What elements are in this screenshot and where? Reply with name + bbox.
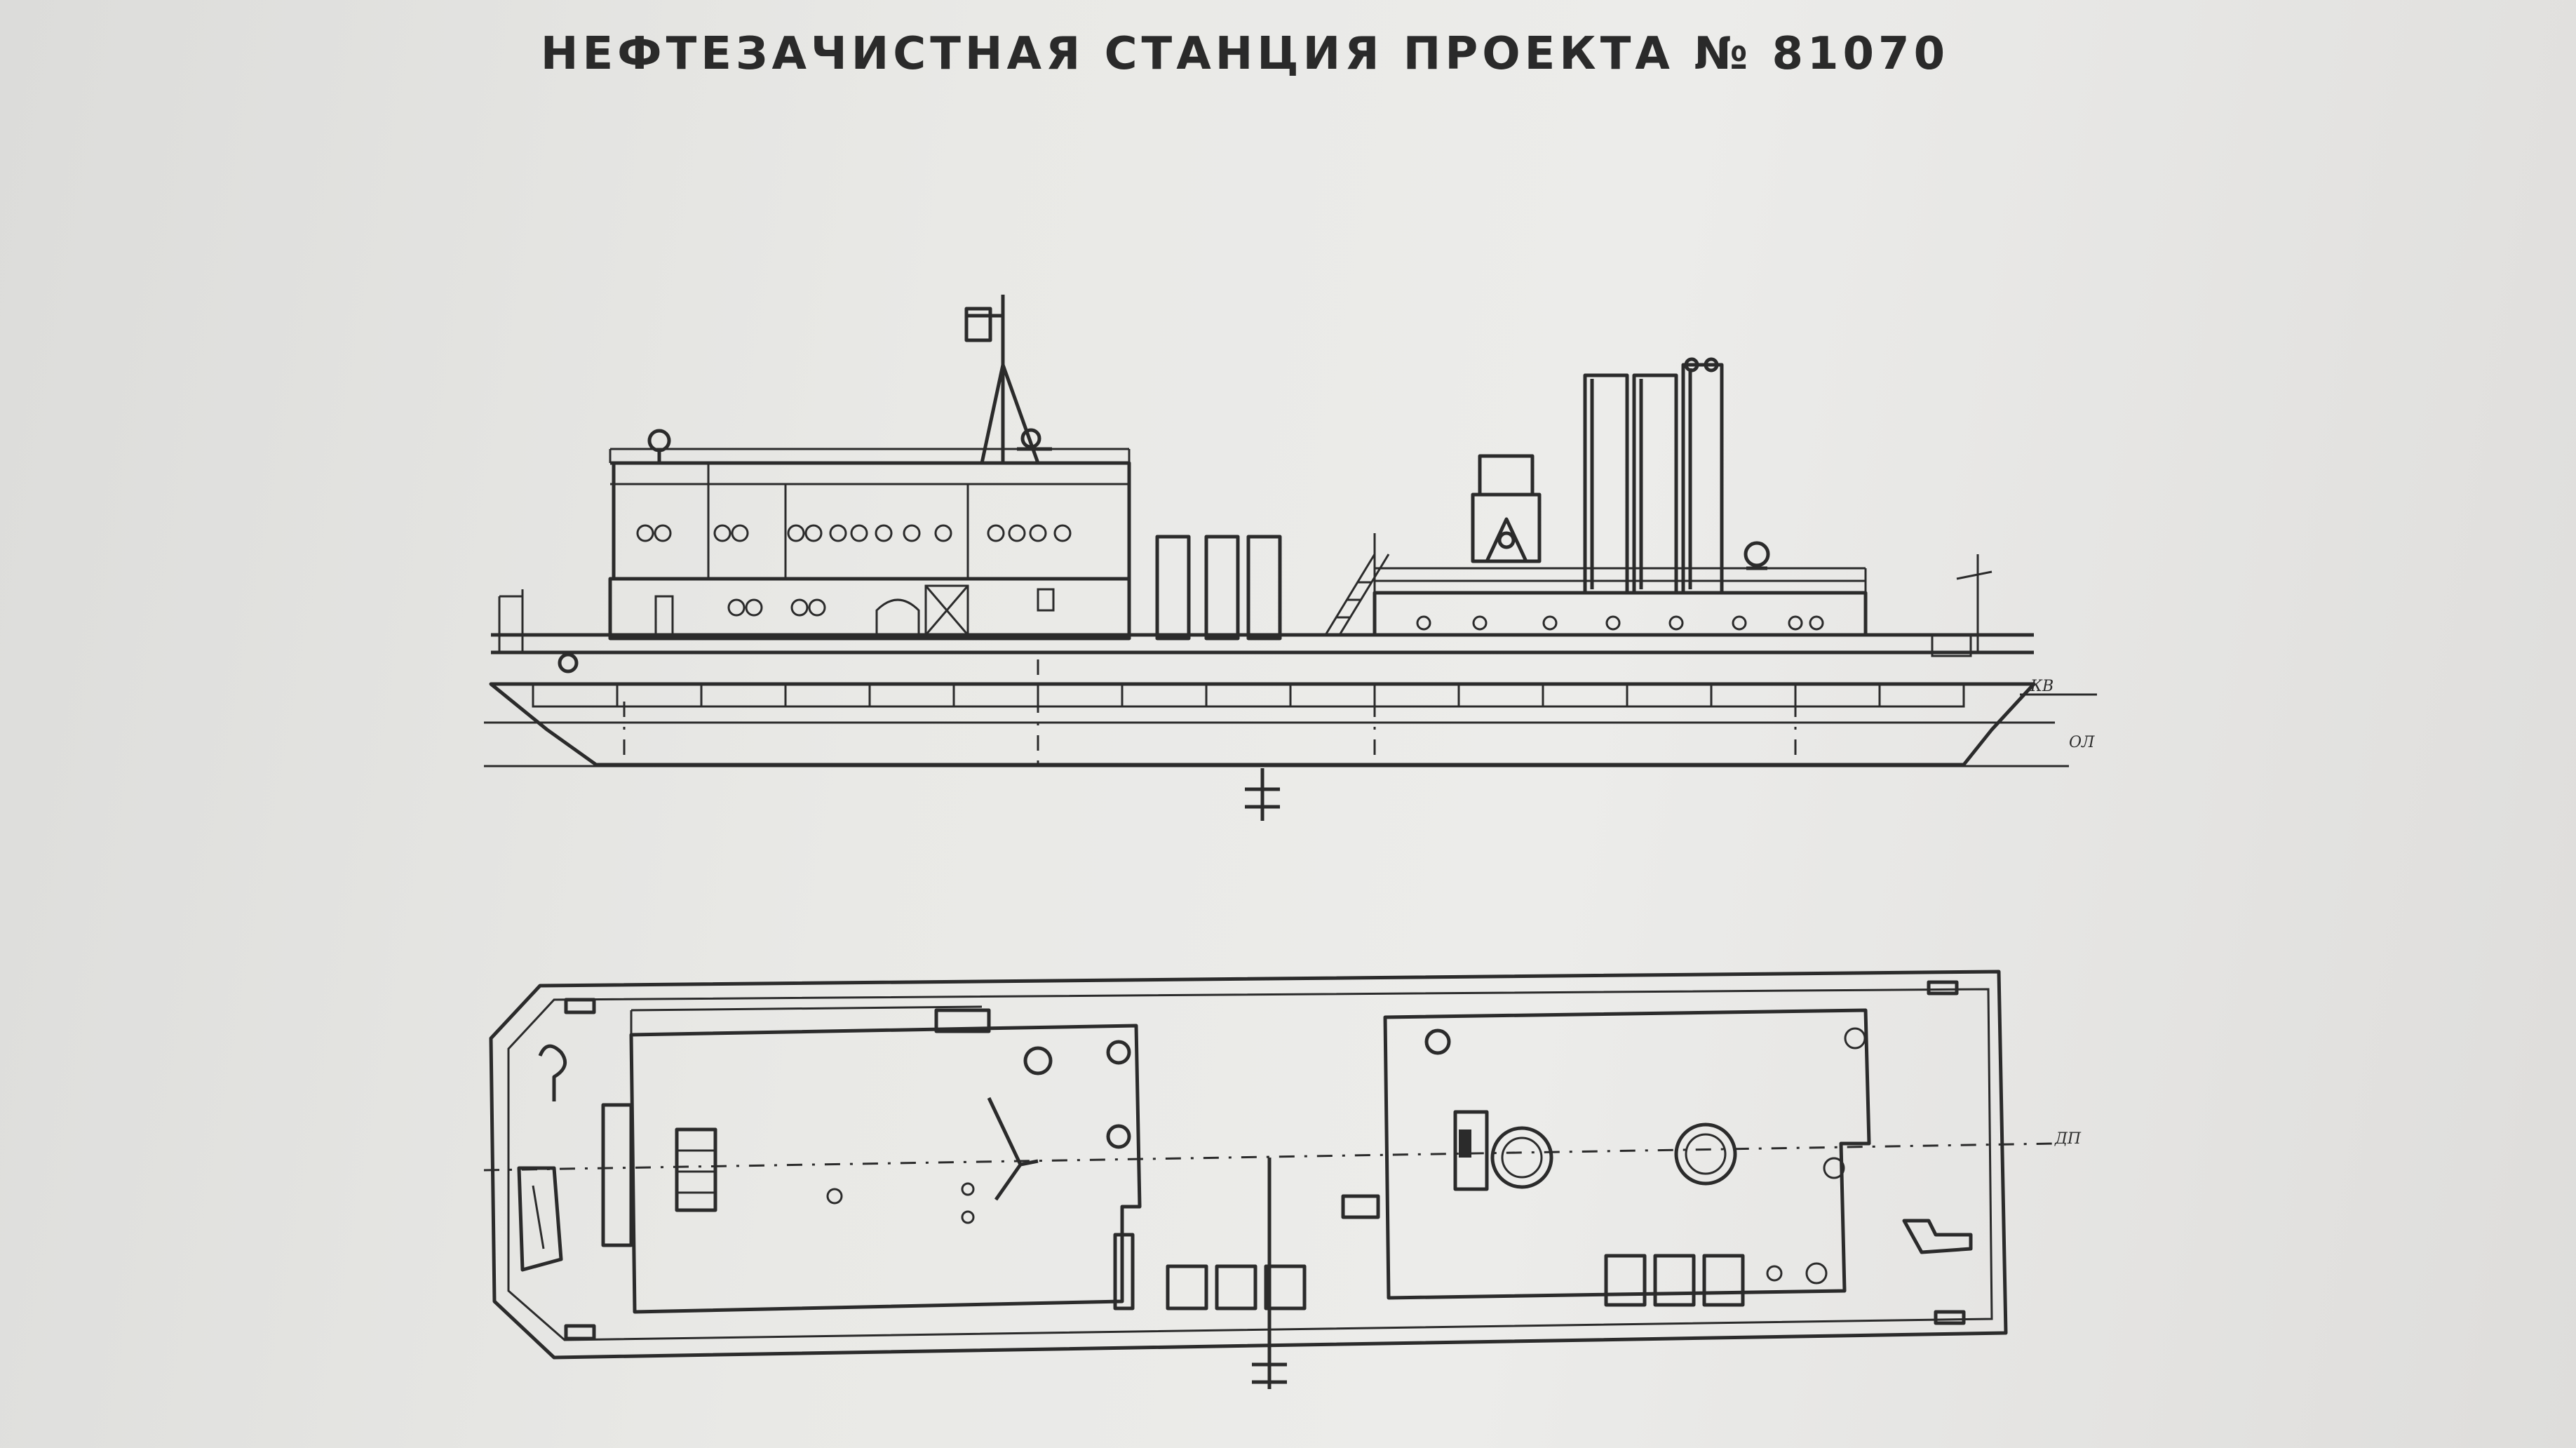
side-elevation: КВ ОЛ [484,295,2097,821]
midship-tanks [1155,535,1282,641]
hull-outline [489,682,2036,767]
plan-stair [934,1008,991,1033]
bow-bollard [558,652,579,673]
plan-midship-mark [1252,1158,1287,1389]
plan-stern-fittings [1902,980,1973,1325]
plan-pump-ring-2 [1674,1122,1737,1186]
superstructure-upper [612,461,1131,581]
portholes-lower [727,588,1055,635]
profile-label-1: КВ [2030,678,2054,695]
plan-fwd-deckhouse [629,1024,1142,1314]
stern-flagpole [1931,554,1992,657]
plan-pump-ring-1 [1490,1126,1553,1189]
exhaust-stacks [1583,357,1724,595]
plan-crane-arm [987,1097,1039,1201]
profile-label-2: ОЛ [2069,734,2095,751]
roof-searchlight [647,429,671,452]
drawing-title: НЕФТЕЗАЧИСТНАЯ СТАНЦИЯ ПРОЕКТА № 81070 [540,28,1950,80]
aft-deck-portholes [1416,615,1824,631]
roof-railing [609,448,1131,463]
deck-ladder [1324,533,1390,636]
portholes-upper [636,524,1072,542]
plan-hull-outline [489,970,2008,1360]
plan-aft-stair-pads [1604,1254,1745,1307]
plan-label: ДП [2054,1130,2082,1148]
plan-aft-deckhouse [1383,1008,1871,1300]
midship-mark [1245,768,1280,821]
signal-mast [964,295,1052,464]
plan-fwd-bollards [538,998,596,1341]
pump-tower [1471,454,1542,563]
aft-capstan [1744,541,1770,568]
superstructure-lower [608,577,1131,641]
plan-bow-anchor [517,1166,563,1272]
aft-railing [1375,567,1867,593]
bow-post [498,589,524,652]
plan-mid-stair-pads [1166,1264,1307,1310]
plan-view: ДП [483,970,2082,1389]
bulwark-panels [532,683,1965,708]
